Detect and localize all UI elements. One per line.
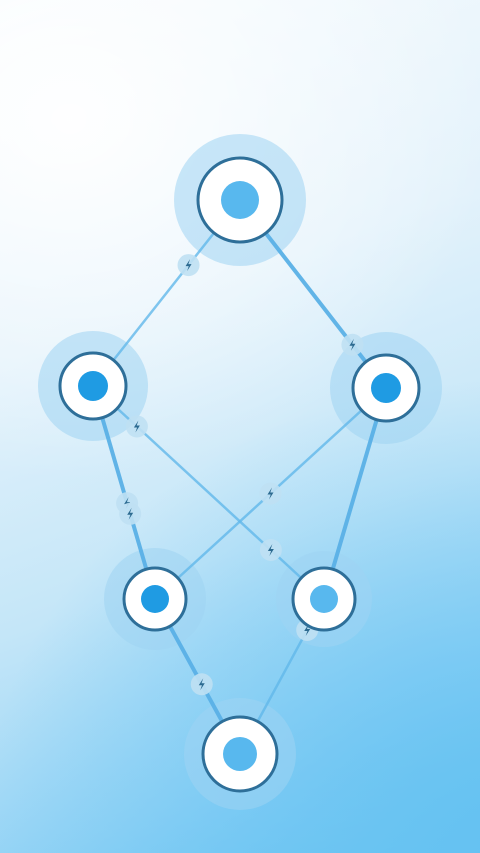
lightning-bolt-icon (304, 624, 311, 636)
node-top[interactable] (196, 156, 284, 244)
link-mid-left-to-low-left[interactable] (91, 384, 157, 601)
lightning-bolt-icon (198, 678, 205, 691)
node-low-right[interactable] (291, 566, 357, 632)
power-badge-mid-left-low-right-0 (125, 415, 148, 438)
node-core (310, 585, 338, 613)
node-core (371, 373, 401, 403)
lightning-bolt-icon (127, 507, 134, 520)
node-core (223, 737, 257, 771)
node-bottom[interactable] (201, 715, 279, 793)
node-low-left[interactable] (122, 566, 188, 632)
node-links (91, 198, 388, 756)
lightning-bolt-icon (133, 420, 140, 433)
lightning-bolt-icon (185, 259, 192, 272)
power-badge-mid-right-low-left-1 (259, 482, 282, 505)
node-core (141, 585, 169, 613)
network-nodes (58, 156, 421, 793)
node-core (221, 181, 259, 219)
node-mid-left[interactable] (58, 351, 128, 421)
power-badge-mid-left-low-left-1 (119, 502, 142, 525)
power-badge-top-mid-right-0 (341, 333, 364, 356)
lightning-bolt-icon (267, 487, 274, 500)
node-mid-right[interactable] (351, 353, 421, 423)
lightning-bolt-icon (267, 544, 274, 557)
power-badge-low-left-bottom-0 (190, 673, 213, 696)
lightning-bolt-icon (124, 497, 131, 510)
lightning-bolt-icon (349, 338, 356, 351)
power-badge-mid-left-low-right-1 (259, 539, 282, 562)
link-mid-right-to-low-right[interactable] (322, 386, 388, 601)
node-core (78, 371, 108, 401)
power-badge-top-mid-left-0 (177, 254, 200, 277)
